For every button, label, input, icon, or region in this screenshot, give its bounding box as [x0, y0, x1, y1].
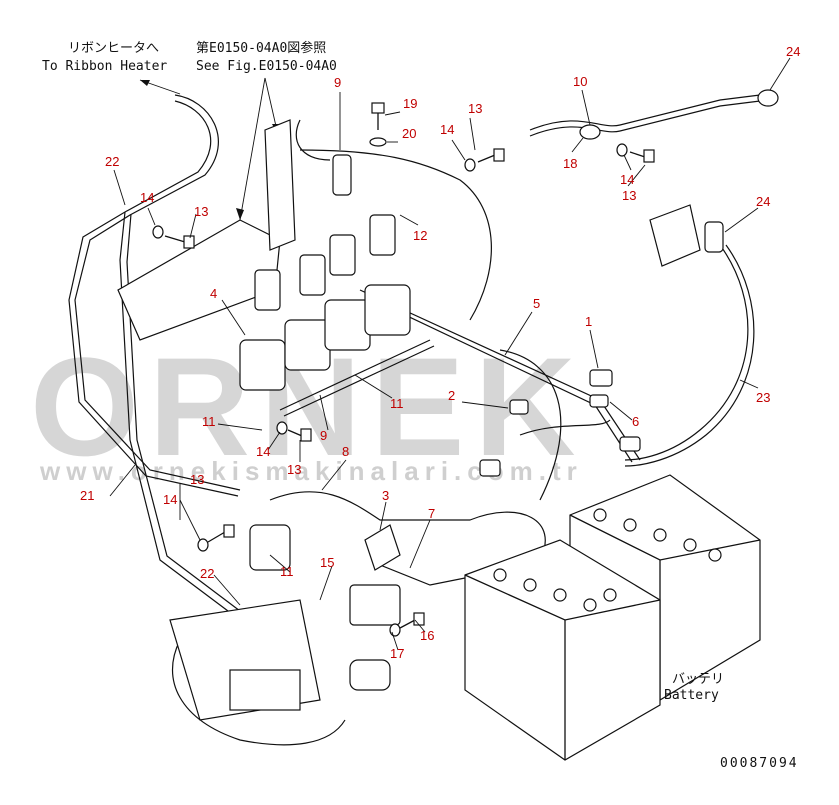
bracket-plate [264, 119, 296, 251]
callout-14-mid: 14 [256, 444, 270, 459]
callout-22-low: 22 [200, 566, 214, 581]
harness-hoses [68, 94, 761, 746]
callout-4: 4 [210, 286, 217, 301]
callout-13-right: 13 [622, 188, 636, 203]
bolt-19 [369, 102, 387, 147]
battery-relay [649, 89, 779, 267]
callout-17: 17 [390, 646, 404, 661]
callout-13-low: 13 [190, 472, 204, 487]
battery-en: Battery [664, 688, 719, 703]
callout-1: 1 [585, 314, 592, 329]
fig-ref-jp: 第E0150-04A0図参照 [196, 40, 326, 56]
watermark-url: www.ornekismakinalari.com.tr [39, 456, 583, 486]
callout-6: 6 [632, 414, 639, 429]
callout-5: 5 [533, 296, 540, 311]
terminal-block [229, 669, 301, 711]
callout-24-right: 24 [756, 194, 770, 209]
callout-12: 12 [413, 228, 427, 243]
connector-2 [509, 399, 529, 415]
bolt-13-right [616, 143, 655, 163]
ribbon-heater-jp: リボンヒータへ [68, 41, 159, 56]
callouts: 24 10 9 19 13 20 14 18 14 13 22 14 13 12… [80, 44, 800, 661]
bolt-13-mid [276, 421, 312, 442]
callout-14-top: 14 [440, 122, 454, 137]
callout-9-mid: 9 [320, 428, 327, 443]
callout-7: 7 [428, 506, 435, 521]
bolt-13-low [197, 524, 235, 552]
callout-23: 23 [756, 390, 770, 405]
clip-3 [364, 524, 401, 571]
callout-18: 18 [563, 156, 577, 171]
fig-ref-en: See Fig.E0150-04A0 [196, 59, 337, 74]
callout-13-mid: 13 [287, 462, 301, 477]
bolt-13-top [464, 148, 505, 172]
connector-6b [619, 436, 641, 452]
callout-14-left: 14 [140, 190, 154, 205]
callout-14-right: 14 [620, 172, 634, 187]
callout-3: 3 [382, 488, 389, 503]
ribbon-arrow [139, 79, 181, 95]
callout-11-left: 11 [202, 414, 216, 429]
callout-9-top: 9 [334, 75, 341, 90]
callout-24-top: 24 [786, 44, 800, 59]
callout-11-mid: 11 [390, 396, 404, 411]
ribbon-heater-en: To Ribbon Heater [42, 59, 167, 74]
callout-19: 19 [403, 96, 417, 111]
clamp-10 [579, 124, 601, 140]
relay-cluster [239, 214, 411, 391]
pressure-switch [332, 154, 352, 196]
connector-2b [479, 459, 501, 477]
callout-14-low: 14 [163, 492, 177, 507]
mounting-plate [117, 219, 281, 341]
battery-front [464, 508, 722, 761]
connector-6 [589, 394, 609, 408]
callout-8: 8 [342, 444, 349, 459]
callout-11-low: 11 [280, 564, 294, 579]
battery-jp: バッテリ [672, 672, 724, 687]
callout-21: 21 [80, 488, 94, 503]
callout-22-top: 22 [105, 154, 119, 169]
connector-1 [589, 369, 613, 387]
heater-relay [249, 524, 291, 571]
callout-15: 15 [320, 555, 334, 570]
callout-13-top: 13 [468, 101, 482, 116]
callout-16: 16 [420, 628, 434, 643]
solenoid-relay [349, 659, 391, 691]
fuse-box-15 [349, 584, 401, 626]
callout-13-left: 13 [194, 204, 208, 219]
callout-20: 20 [402, 126, 416, 141]
drawing-number: 00087094 [720, 756, 799, 771]
callout-10: 10 [573, 74, 587, 89]
bolt-13-left [152, 225, 195, 249]
leader-lines [109, 57, 791, 651]
callout-2: 2 [448, 388, 455, 403]
